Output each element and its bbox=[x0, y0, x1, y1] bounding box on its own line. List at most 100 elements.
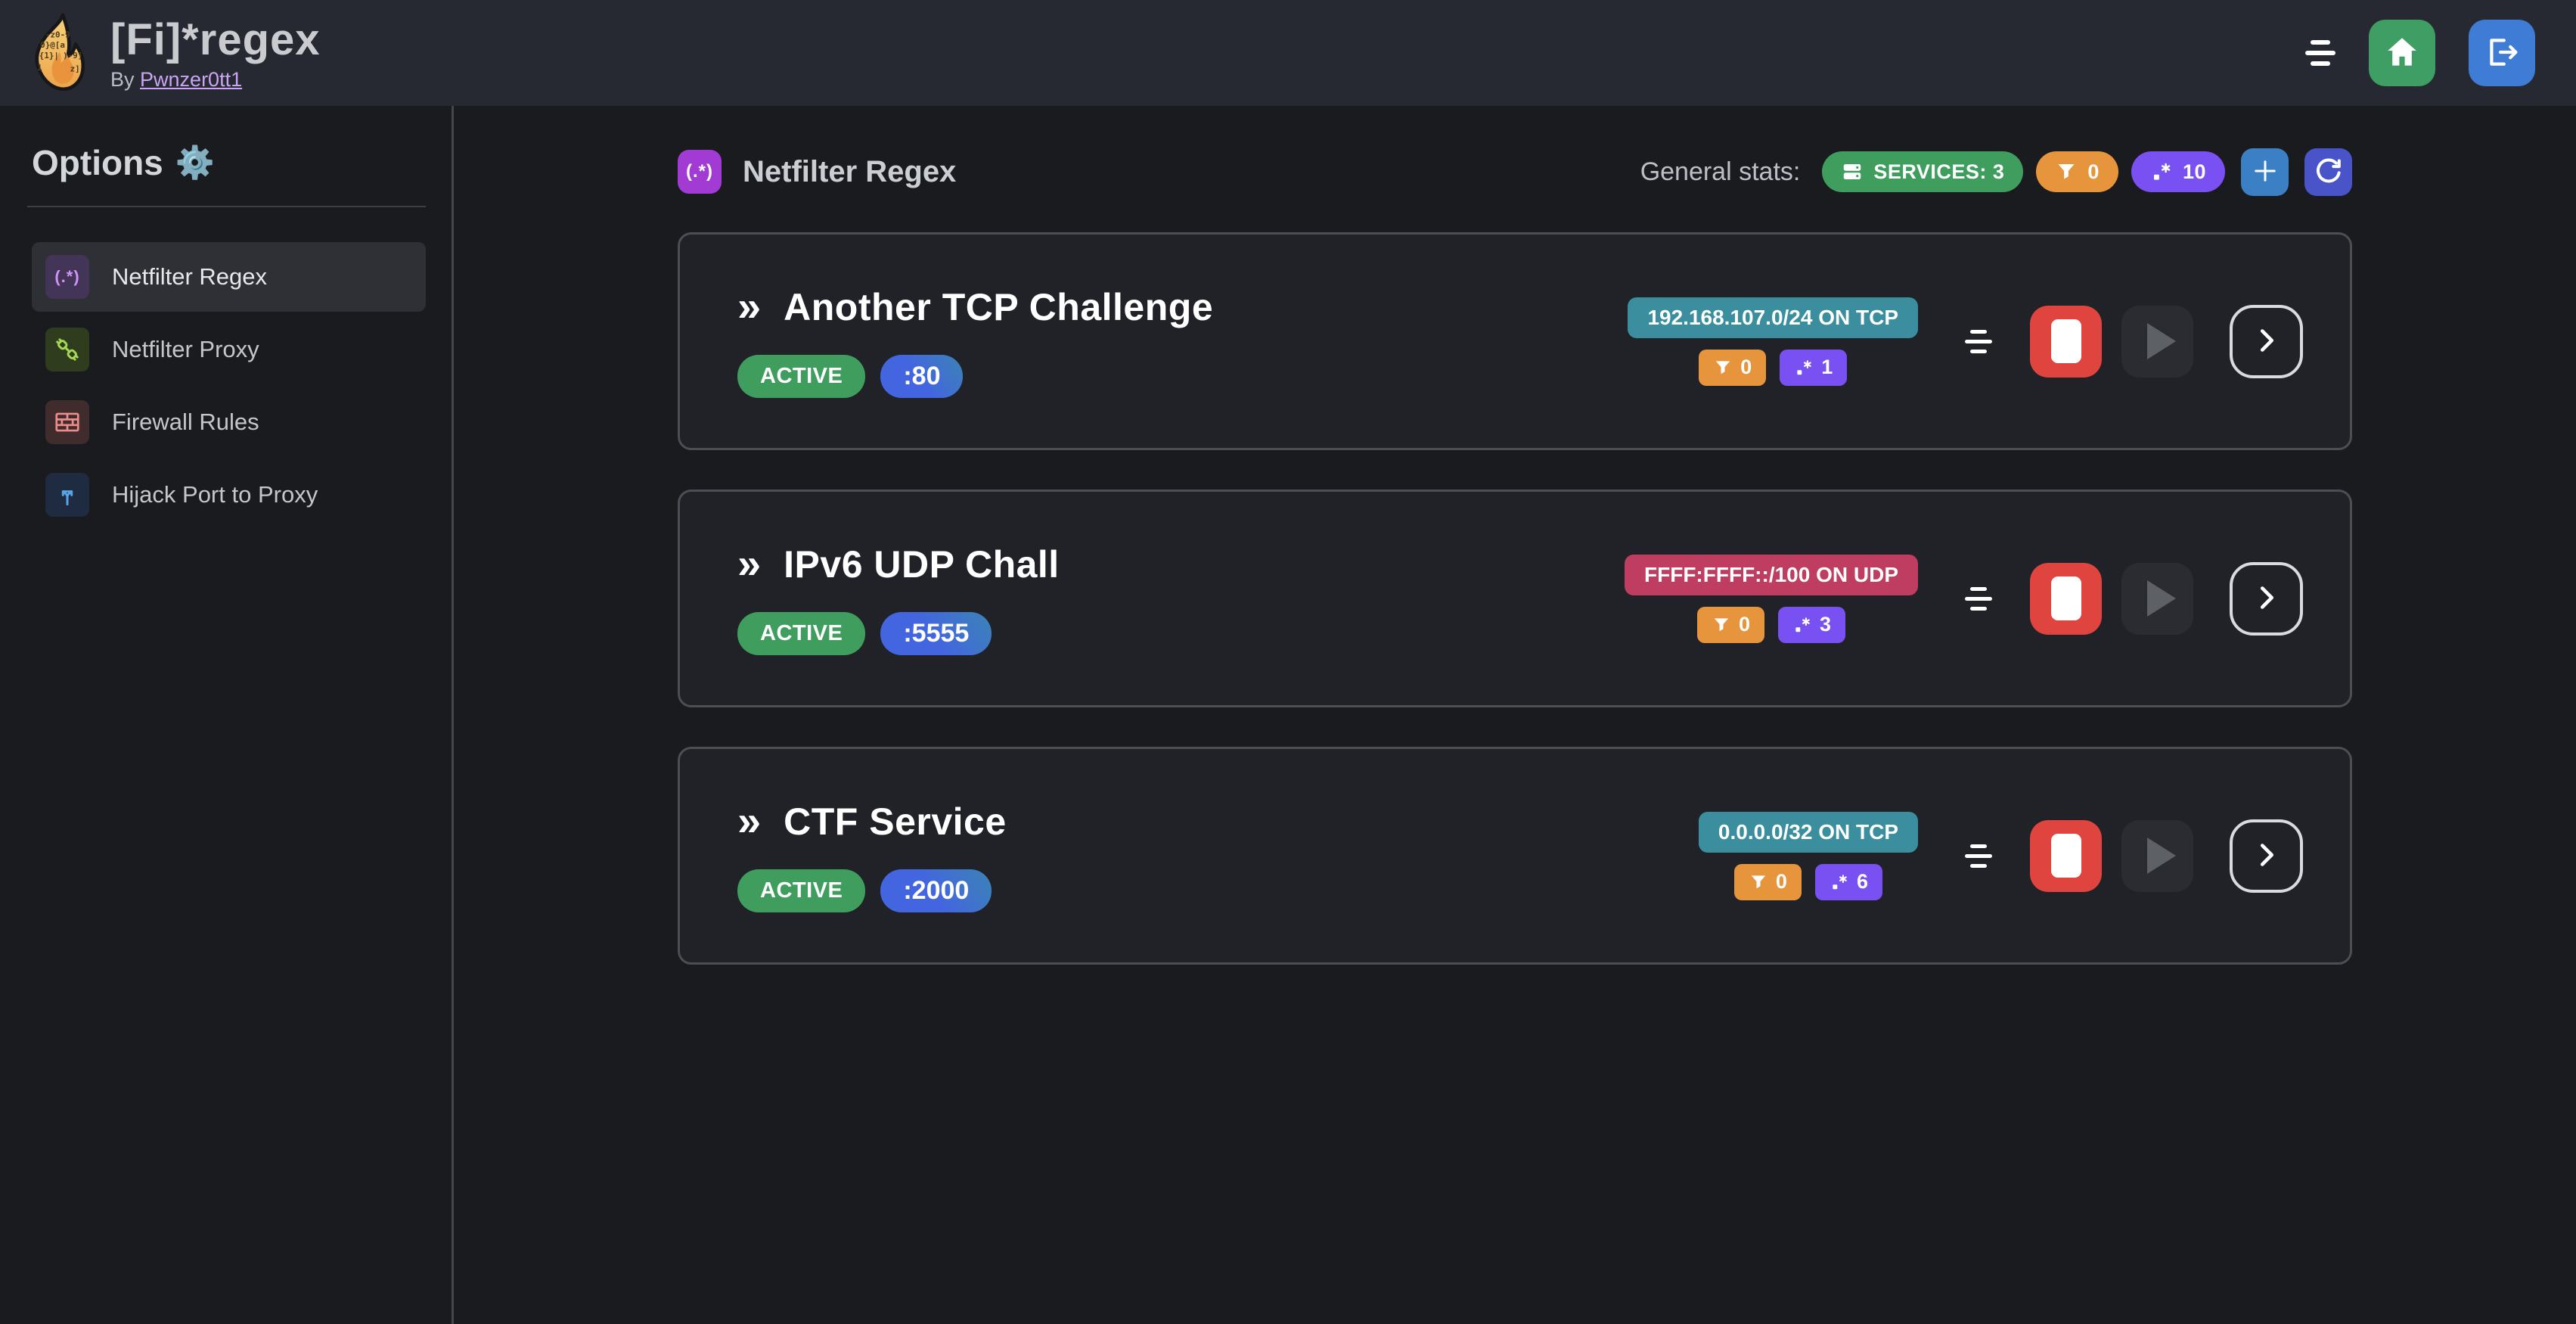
svg-text:-z0-9: -z0-9 bbox=[45, 30, 70, 40]
open-service-button[interactable] bbox=[2230, 819, 2303, 893]
regex-glyph: (.*) bbox=[54, 267, 80, 286]
main-content: (.*) Netfilter Regex General stats: SERV… bbox=[454, 106, 2576, 1324]
service-name: CTF Service bbox=[784, 800, 1007, 843]
regex-icon: (.*) bbox=[45, 255, 89, 299]
filter-icon bbox=[1715, 360, 1730, 374]
port-badge: :80 bbox=[880, 354, 964, 398]
status-badge: ACTIVE bbox=[737, 354, 866, 398]
sidebar-item-label: Netfilter Proxy bbox=[112, 336, 259, 362]
general-stats: General stats: SERVICES: 3 bbox=[1640, 148, 2352, 196]
sidebar: Options ⚙️ (.*) Netfilter Regex bbox=[0, 106, 454, 1324]
status-badge: ACTIVE bbox=[737, 611, 866, 655]
sidebar-item-label: Netfilter Regex bbox=[112, 263, 268, 290]
refresh-button[interactable] bbox=[2304, 148, 2352, 196]
filter-icon bbox=[1714, 617, 1729, 631]
author-link[interactable]: Pwnzer0tt1 bbox=[140, 67, 243, 91]
refresh-icon bbox=[2313, 155, 2345, 189]
port-badge: :2000 bbox=[880, 869, 992, 912]
stop-service-button[interactable] bbox=[2030, 819, 2102, 892]
svg-text:1: 1 bbox=[37, 63, 42, 73]
app-title: [Fi]*regex bbox=[110, 15, 321, 64]
service-menu-icon[interactable] bbox=[1965, 844, 1992, 868]
start-service-button[interactable] bbox=[2121, 562, 2193, 635]
navbar: -z0-9 0}@[a {1}| )-9] 1 z] [Fi]*regex By… bbox=[0, 0, 2576, 106]
service-regex-badge: 6 bbox=[1814, 863, 1882, 900]
cidr-badge: 0.0.0.0/32 ON TCP bbox=[1698, 811, 1918, 853]
service-regex-badge: 1 bbox=[1780, 349, 1848, 386]
service-regex-badge: 3 bbox=[1778, 606, 1846, 643]
byline-prefix: By bbox=[110, 67, 135, 91]
play-icon bbox=[2146, 323, 2176, 359]
stop-icon bbox=[2050, 577, 2081, 620]
sidebar-item-hijack-port-to-proxy[interactable]: Hijack Port to Proxy bbox=[32, 460, 426, 530]
sidebar-divider bbox=[27, 206, 426, 207]
cidr-badge: FFFF:FFFF::/100 ON UDP bbox=[1625, 554, 1918, 595]
service-filters-badge: 0 bbox=[1733, 863, 1802, 900]
home-icon bbox=[2384, 34, 2420, 73]
cidr-badge: 192.168.107.0/24 ON TCP bbox=[1628, 297, 1918, 338]
start-service-button[interactable] bbox=[2121, 819, 2193, 892]
navbar-actions bbox=[2305, 20, 2553, 86]
services-count-badge: SERVICES: 3 bbox=[1822, 151, 2024, 192]
svg-text:z]: z] bbox=[70, 64, 80, 73]
service-menu-icon[interactable] bbox=[1965, 329, 1992, 353]
open-service-button[interactable] bbox=[2230, 561, 2303, 636]
service-card: » CTF Service ACTIVE :2000 0.0.0.0/32 ON… bbox=[678, 747, 2352, 965]
chevron-right-icon bbox=[2249, 838, 2284, 875]
stop-service-button[interactable] bbox=[2030, 562, 2102, 635]
service-name: IPv6 UDP Chall bbox=[784, 542, 1060, 586]
service-filters-badge: 0 bbox=[1699, 349, 1767, 386]
stop-service-button[interactable] bbox=[2030, 305, 2102, 378]
brand: -z0-9 0}@[a {1}| )-9] 1 z] [Fi]*regex By… bbox=[29, 13, 321, 93]
stop-icon bbox=[2050, 319, 2081, 363]
regex-icon bbox=[1795, 617, 1810, 632]
service-card: » IPv6 UDP Chall ACTIVE :5555 FFFF:FFFF:… bbox=[678, 490, 2352, 707]
regex-icon bbox=[1797, 359, 1811, 375]
service-card: » Another TCP Challenge ACTIVE :80 192.1… bbox=[678, 232, 2352, 450]
service-menu-icon[interactable] bbox=[1965, 586, 1992, 611]
logout-icon bbox=[2484, 34, 2520, 73]
regex-count-badge: 10 bbox=[2131, 151, 2225, 192]
play-icon bbox=[2146, 838, 2176, 874]
port-badge: :5555 bbox=[880, 611, 992, 655]
sidebar-item-netfilter-proxy[interactable]: Netfilter Proxy bbox=[32, 315, 426, 384]
chevron-right-icon bbox=[2249, 580, 2284, 617]
play-icon bbox=[2146, 580, 2176, 617]
double-chevron-icon: » bbox=[737, 539, 762, 588]
regex-icon bbox=[1833, 874, 1847, 889]
logout-button[interactable] bbox=[2469, 20, 2535, 86]
sidebar-item-label: Hijack Port to Proxy bbox=[112, 481, 318, 508]
filter-icon bbox=[1751, 875, 1766, 888]
double-chevron-icon: » bbox=[737, 797, 762, 845]
plug-icon bbox=[45, 328, 89, 371]
home-button[interactable] bbox=[2369, 20, 2435, 86]
sidebar-heading-label: Options bbox=[32, 143, 163, 182]
brand-text: [Fi]*regex By Pwnzer0tt1 bbox=[110, 13, 321, 92]
svg-text:0}@[a: 0}@[a bbox=[40, 40, 65, 50]
stats-label: General stats: bbox=[1640, 157, 1801, 186]
svg-text:)-9]: )-9] bbox=[63, 51, 82, 61]
service-name: Another TCP Challenge bbox=[784, 285, 1214, 328]
plus-icon bbox=[2249, 155, 2281, 189]
content-header: (.*) Netfilter Regex General stats: SERV… bbox=[678, 148, 2352, 196]
start-service-button[interactable] bbox=[2121, 305, 2193, 378]
service-filters-badge: 0 bbox=[1696, 606, 1764, 643]
server-icon bbox=[1844, 164, 1861, 179]
regex-section-icon: (.*) bbox=[678, 150, 722, 194]
filters-count-badge: 0 bbox=[2036, 151, 2118, 192]
add-service-button[interactable] bbox=[2241, 148, 2289, 196]
status-badge: ACTIVE bbox=[737, 869, 866, 912]
open-service-button[interactable] bbox=[2230, 304, 2303, 378]
menu-icon[interactable] bbox=[2305, 40, 2335, 66]
sidebar-heading: Options ⚙️ bbox=[32, 142, 426, 183]
chevron-right-icon bbox=[2249, 323, 2284, 360]
stop-icon bbox=[2050, 834, 2081, 878]
filter-icon bbox=[2058, 164, 2075, 179]
page-title: Netfilter Regex bbox=[743, 154, 957, 188]
regex-icon bbox=[2153, 163, 2171, 180]
sidebar-item-netfilter-regex[interactable]: (.*) Netfilter Regex bbox=[32, 242, 426, 312]
double-chevron-icon: » bbox=[737, 282, 762, 331]
sidebar-item-firewall-rules[interactable]: Firewall Rules bbox=[32, 387, 426, 457]
byline: By Pwnzer0tt1 bbox=[110, 68, 321, 92]
